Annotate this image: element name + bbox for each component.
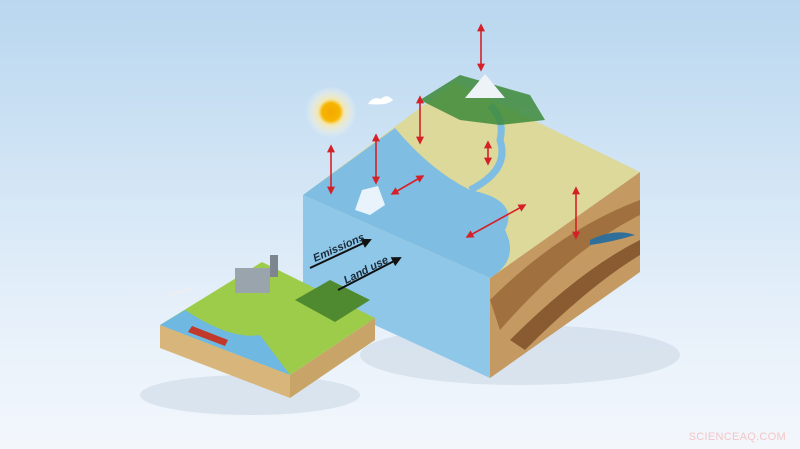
ocean-surface [303, 128, 510, 278]
forest [420, 75, 545, 125]
cloud-icon [368, 96, 393, 105]
ocean-front-face [303, 195, 490, 378]
small-block-front [160, 325, 290, 398]
earth-system-block [303, 74, 640, 378]
sun-icon [305, 86, 357, 138]
rock-layer [510, 240, 640, 350]
small-block-side [290, 318, 375, 398]
rock-layer [490, 200, 640, 330]
human-activity-block [160, 255, 375, 398]
airplane [163, 287, 192, 298]
iceberg [355, 186, 385, 215]
arrow-ocean-land [465, 204, 527, 238]
ship [188, 326, 228, 346]
arrow-ice-land [390, 175, 425, 195]
watermark: SCIENCEAQ.COM [688, 431, 786, 443]
cropland [295, 280, 370, 322]
small-block-top [160, 262, 375, 375]
emissions-arrow [309, 238, 372, 269]
snow-mountain [465, 74, 505, 98]
aquifer [590, 232, 635, 245]
chimney [270, 255, 278, 277]
interaction-arrows [327, 23, 580, 240]
factory [235, 268, 270, 293]
land-use-arrow [337, 257, 402, 291]
